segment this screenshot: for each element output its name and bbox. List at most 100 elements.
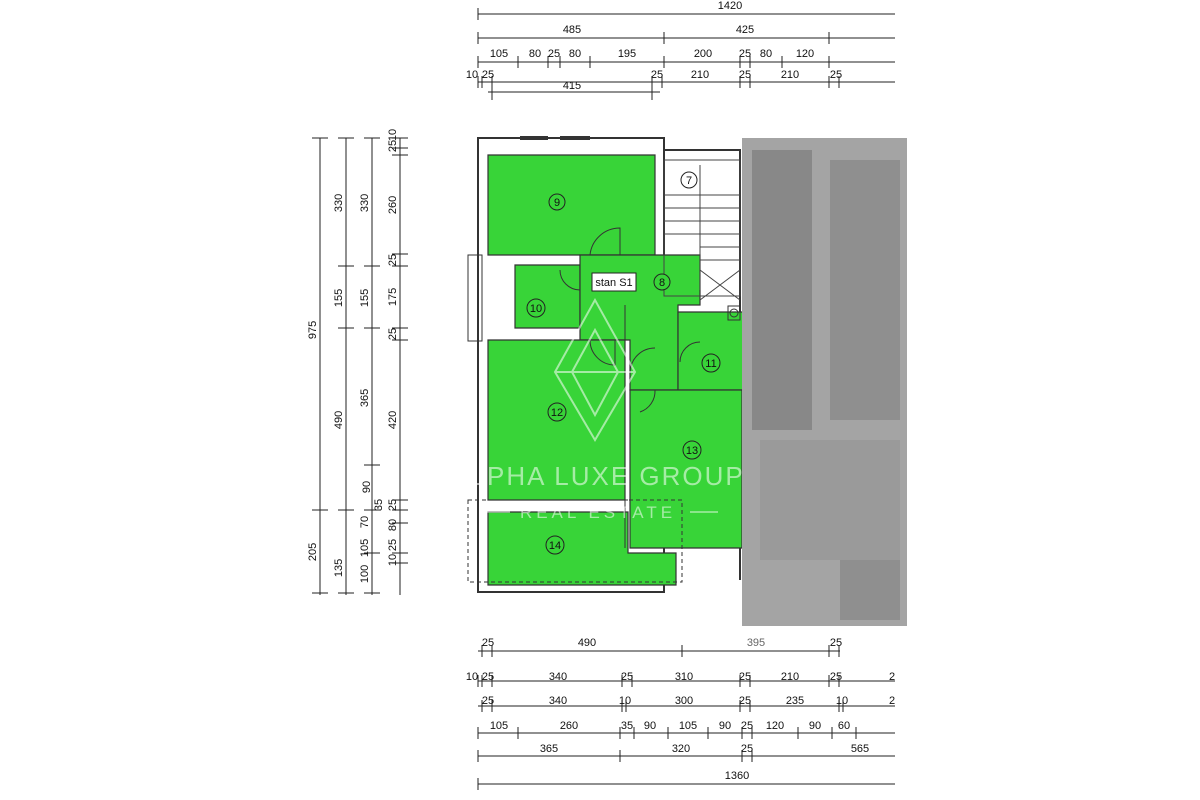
dim-top-105: 105: [490, 48, 508, 60]
room-label-11-text: 11: [705, 358, 716, 370]
dim-left-10b: 10: [387, 554, 399, 566]
room-label-8-text: 8: [659, 277, 665, 289]
dim-left-365: 365: [359, 389, 371, 407]
dim-left-135: 135: [333, 559, 345, 577]
dim-left-260: 260: [387, 196, 399, 214]
watermark-brand: ALPHA LUXE GROUP: [451, 461, 745, 491]
room-label-7-text: 7: [686, 175, 692, 187]
dim-top-25f: 25: [830, 69, 842, 81]
dim-left-10a: 10: [387, 129, 399, 141]
bottom-dimensions: 25 490 395 25 10 25 340 25 310 25 210 25…: [466, 637, 895, 790]
dim-bot-25j: 25: [741, 743, 753, 755]
dim-left-100: 100: [359, 565, 371, 583]
dim-left-155b: 155: [359, 289, 371, 307]
floor-plan-drawing: 7 8 9 10 11 12 13 14: [467, 136, 751, 593]
room-label-9: 9: [548, 193, 566, 211]
dim-left-105: 105: [359, 539, 371, 557]
dim-bot-25c: 25: [482, 671, 494, 683]
dim-bot-25i: 25: [741, 720, 753, 732]
dim-bot-90b: 90: [719, 720, 731, 732]
room-10: [514, 264, 581, 329]
dim-bot-120: 120: [766, 720, 784, 732]
dim-top-total: 1420: [718, 0, 742, 12]
apartment-label-text: stan S1: [595, 277, 632, 289]
dim-bot-365: 365: [540, 743, 558, 755]
dim-bot-total: 1360: [725, 770, 749, 782]
dim-top-210b: 210: [781, 69, 799, 81]
dim-top-210a: 210: [691, 69, 709, 81]
staircase: [663, 159, 741, 301]
dim-bot-340a: 340: [549, 671, 567, 683]
dim-left-155a: 155: [333, 289, 345, 307]
dim-top-415: 415: [563, 80, 581, 92]
dim-left-25c: 25: [387, 328, 399, 340]
dim-left-80: 80: [387, 519, 399, 531]
dim-bot-565: 565: [851, 743, 869, 755]
dim-bot-490: 490: [578, 637, 596, 649]
blurred-area: [742, 138, 907, 626]
dim-bot-25d: 25: [621, 671, 633, 683]
dim-bot-25e: 25: [739, 671, 751, 683]
room-label-13: 13: [682, 440, 702, 460]
dim-left-35: 35: [373, 499, 385, 511]
left-dimensions: 975 205 330 155 490 135 330 155 365 70 1…: [307, 129, 408, 595]
dim-bot-300: 300: [675, 695, 693, 707]
room-label-14-text: 14: [549, 540, 561, 552]
dim-bot-25a: 25: [482, 637, 494, 649]
top-dimensions: 1420 485 425 105 80 25 80 195 200 25 80 …: [466, 0, 895, 100]
dim-left-70: 70: [359, 516, 371, 528]
dim-bot-105b: 105: [679, 720, 697, 732]
watermark-logo-icon: [553, 297, 637, 442]
dim-left-330b: 330: [359, 194, 371, 212]
dim-bot-25g: 25: [482, 695, 494, 707]
dim-bot-90a: 90: [644, 720, 656, 732]
dim-left-25d: 25: [387, 499, 399, 511]
dim-bot-235: 235: [786, 695, 804, 707]
dim-bot-90c: 90: [809, 720, 821, 732]
dim-left-25e: 25: [387, 539, 399, 551]
watermark: ALPHA LUXE GROUP REAL ESTATE: [451, 297, 745, 522]
room-label-12-text: 12: [551, 407, 563, 419]
dim-left-25b: 25: [387, 254, 399, 266]
dim-top-25d: 25: [651, 69, 663, 81]
dim-bot-10c: 10: [836, 695, 848, 707]
dim-top-425: 425: [736, 24, 754, 36]
room-11: [677, 311, 751, 391]
dim-bot-395: 395: [747, 637, 765, 649]
dim-left-25a: 25: [387, 140, 399, 152]
dim-bot-25f: 25: [830, 671, 842, 683]
dim-top-25c: 25: [482, 69, 494, 81]
dim-top-10: 10: [466, 69, 478, 81]
dim-left-90: 90: [361, 481, 373, 493]
room-label-12: 12: [547, 402, 567, 422]
dim-bot-35: 35: [621, 720, 633, 732]
dim-bot-210: 210: [781, 671, 799, 683]
dim-top-25e: 25: [739, 69, 751, 81]
dim-top-25b: 25: [739, 48, 751, 60]
dim-bot-25h: 25: [739, 695, 751, 707]
dim-bot-340b: 340: [549, 695, 567, 707]
dim-left-420: 420: [387, 411, 399, 429]
dim-top-485: 485: [563, 24, 581, 36]
room-label-10-text: 10: [530, 303, 542, 315]
dim-left-175: 175: [387, 288, 399, 306]
dim-bot-105a: 105: [490, 720, 508, 732]
dim-top-120: 120: [796, 48, 814, 60]
dim-bot-10b: 10: [619, 695, 631, 707]
room-label-13-text: 13: [686, 445, 698, 457]
dim-left-330a: 330: [333, 194, 345, 212]
dim-top-80c: 80: [760, 48, 772, 60]
dim-left-205: 205: [307, 543, 319, 561]
room-label-8: 8: [653, 273, 671, 291]
dim-bot-320: 320: [672, 743, 690, 755]
apartment-label: stan S1: [591, 272, 637, 292]
dim-bot-2a: 2: [889, 671, 895, 683]
room-label-10: 10: [526, 298, 546, 318]
dim-top-80b: 80: [569, 48, 581, 60]
room-label-7: 7: [680, 171, 698, 189]
dim-top-25a: 25: [548, 48, 560, 60]
dim-left-975: 975: [307, 321, 319, 339]
dim-bot-2b: 2: [889, 695, 895, 707]
dim-top-195: 195: [618, 48, 636, 60]
